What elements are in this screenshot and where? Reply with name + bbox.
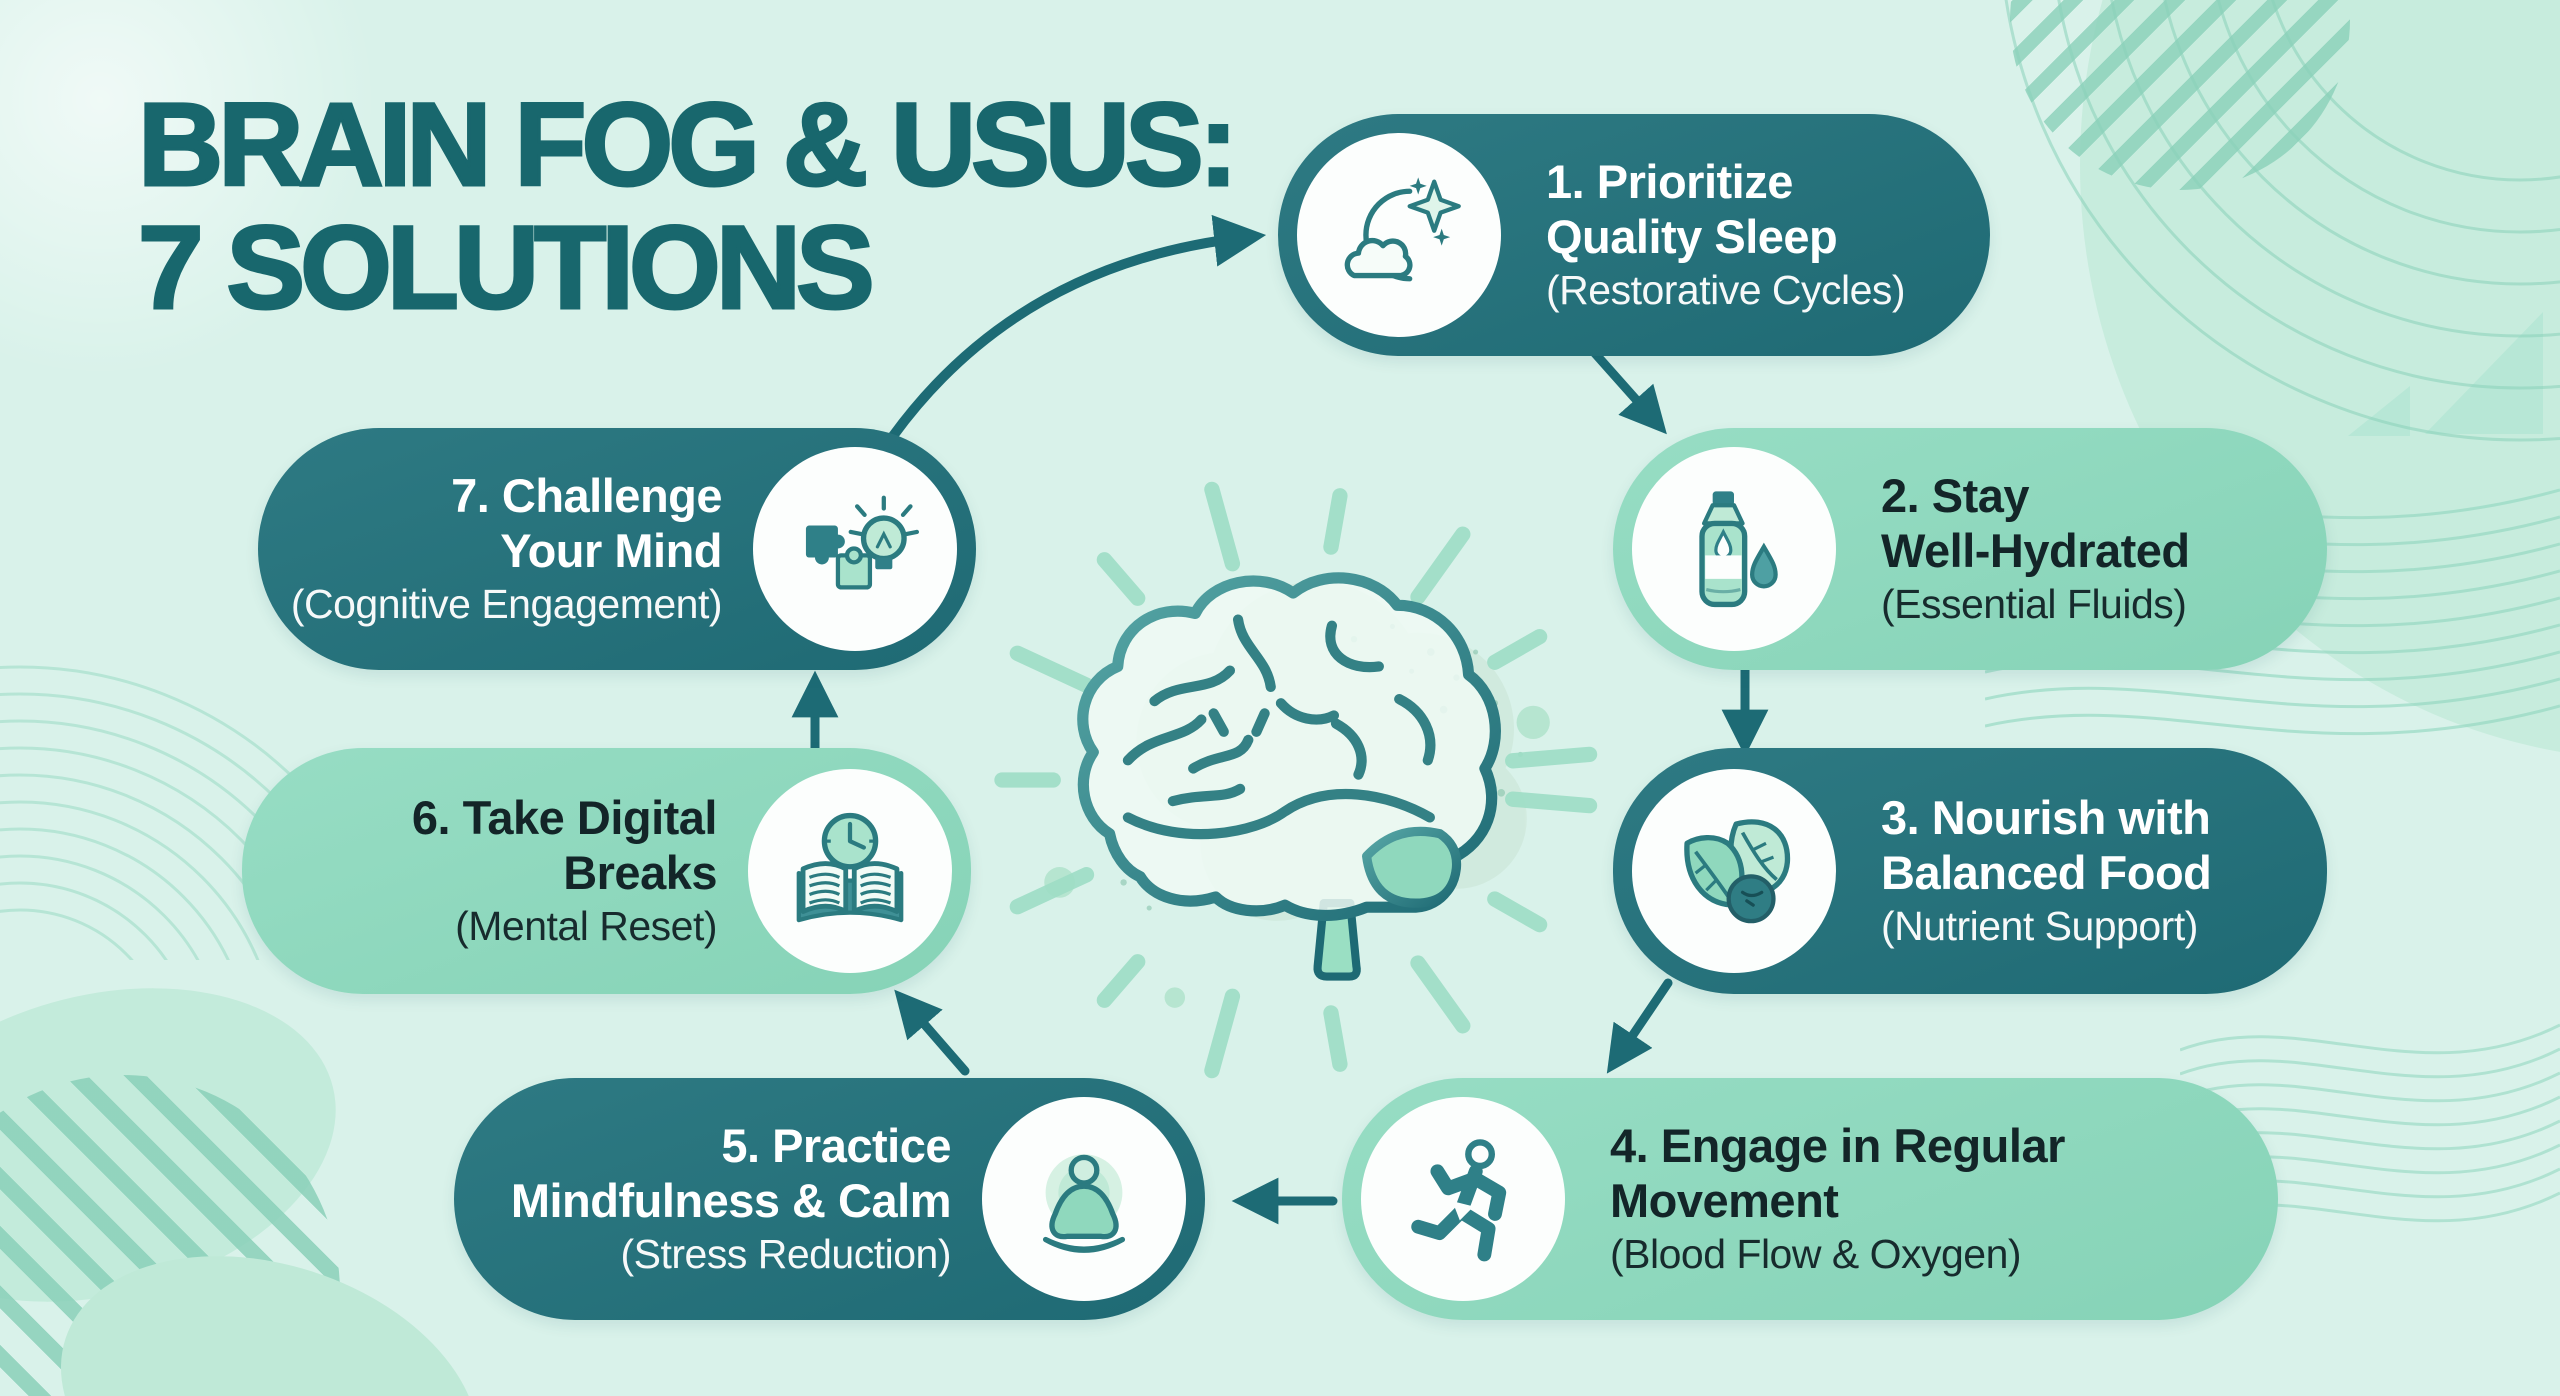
step-5-heading-line1: 5. Practice — [721, 1119, 951, 1173]
step-6-text: 6. Take Digital Breaks (Mental Reset) — [242, 791, 729, 950]
moon-stars-icon — [1344, 177, 1461, 282]
step-5-heading-line2: Mindfulness & Calm — [510, 1173, 952, 1227]
step-4-icon-badge — [1361, 1097, 1565, 1301]
step-2-icon-badge — [1632, 447, 1836, 651]
step-1-subheading: (Restorative Cycles) — [1546, 266, 1906, 313]
step-5-icon-badge — [982, 1097, 1186, 1301]
arrow-1-to-2 — [1587, 345, 1667, 435]
step-3-text: 3. Nourish with Balanced Food (Nutrient … — [1855, 791, 2327, 950]
step-7-heading-line1: 7. Challenge — [451, 469, 722, 523]
title-line-1: BRAIN FOG & USUS: — [137, 79, 1240, 211]
step-1-heading-line2: Quality Sleep — [1546, 209, 1838, 263]
step-7-heading-line2: Your Mind — [500, 523, 722, 577]
step-4-heading-line1: 4. Engage in Regular — [1610, 1119, 2065, 1173]
step-2-text: 2. Stay Well-Hydrated (Essential Fluids) — [1855, 469, 2327, 628]
step-pill-6: 6. Take Digital Breaks (Mental Reset) — [242, 748, 971, 994]
step-2-heading-line1: 2. Stay — [1881, 469, 2030, 523]
leaves-berry-icon — [1684, 819, 1791, 924]
step-1-text: 1. Prioritize Quality Sleep (Restorative… — [1520, 155, 1990, 314]
step-pill-4: 4. Engage in Regular Movement (Blood Flo… — [1342, 1078, 2278, 1320]
step-6-icon-badge — [748, 769, 952, 973]
puzzle-lightbulb-icon — [805, 495, 919, 590]
step-1-heading-line1: 1. Prioritize — [1546, 155, 1793, 209]
water-bottle-icon — [1699, 491, 1778, 608]
step-7-icon-badge — [753, 447, 957, 651]
page-title: BRAIN FOG & USUS: 7 SOLUTIONS — [137, 79, 1240, 334]
step-6-heading-line1: 6. Take Digital — [411, 791, 718, 845]
step-3-icon-badge — [1632, 769, 1836, 973]
decor-top-right-arcs — [2004, 0, 2560, 442]
step-6-subheading: (Mental Reset) — [455, 902, 717, 949]
step-2-heading-line2: Well-Hydrated — [1881, 523, 2190, 577]
step-4-heading-line2: Movement — [1610, 1173, 1839, 1227]
step-1-icon-badge — [1297, 133, 1501, 337]
book-clock-icon — [796, 812, 904, 923]
step-pill-5: 5. Practice Mindfulness & Calm (Stress R… — [454, 1078, 1205, 1320]
step-4-subheading: (Blood Flow & Oxygen) — [1610, 1230, 2022, 1277]
step-2-subheading: (Essential Fluids) — [1881, 580, 2187, 627]
brain-illustration — [1077, 572, 1501, 981]
step-pill-3: 3. Nourish with Balanced Food (Nutrient … — [1613, 748, 2327, 994]
step-3-subheading: (Nutrient Support) — [1881, 902, 2198, 949]
meditation-icon — [1042, 1154, 1126, 1253]
title-line-2: 7 SOLUTIONS — [137, 201, 877, 334]
runner-icon — [1411, 1139, 1507, 1262]
step-6-heading-line2: Breaks — [563, 845, 717, 899]
arrow-5-to-6 — [894, 989, 970, 1076]
step-pill-2: 2. Stay Well-Hydrated (Essential Fluids) — [1613, 428, 2327, 670]
step-pill-7: 7. Challenge Your Mind (Cognitive Engage… — [258, 428, 976, 670]
step-3-heading-line1: 3. Nourish with — [1881, 791, 2211, 845]
step-5-text: 5. Practice Mindfulness & Calm (Stress R… — [454, 1119, 963, 1278]
arrow-7-to-1 — [888, 214, 1267, 441]
step-7-subheading: (Cognitive Engagement) — [290, 580, 723, 627]
step-pill-1: 1. Prioritize Quality Sleep (Restorative… — [1278, 114, 1990, 356]
step-7-text: 7. Challenge Your Mind (Cognitive Engage… — [258, 469, 734, 628]
decor-left-arcs — [0, 665, 340, 960]
step-4-text: 4. Engage in Regular Movement (Blood Flo… — [1584, 1119, 2278, 1278]
step-5-subheading: (Stress Reduction) — [620, 1230, 951, 1277]
step-3-heading-line2: Balanced Food — [1881, 845, 2212, 899]
arrow-3-to-4 — [1606, 978, 1673, 1074]
